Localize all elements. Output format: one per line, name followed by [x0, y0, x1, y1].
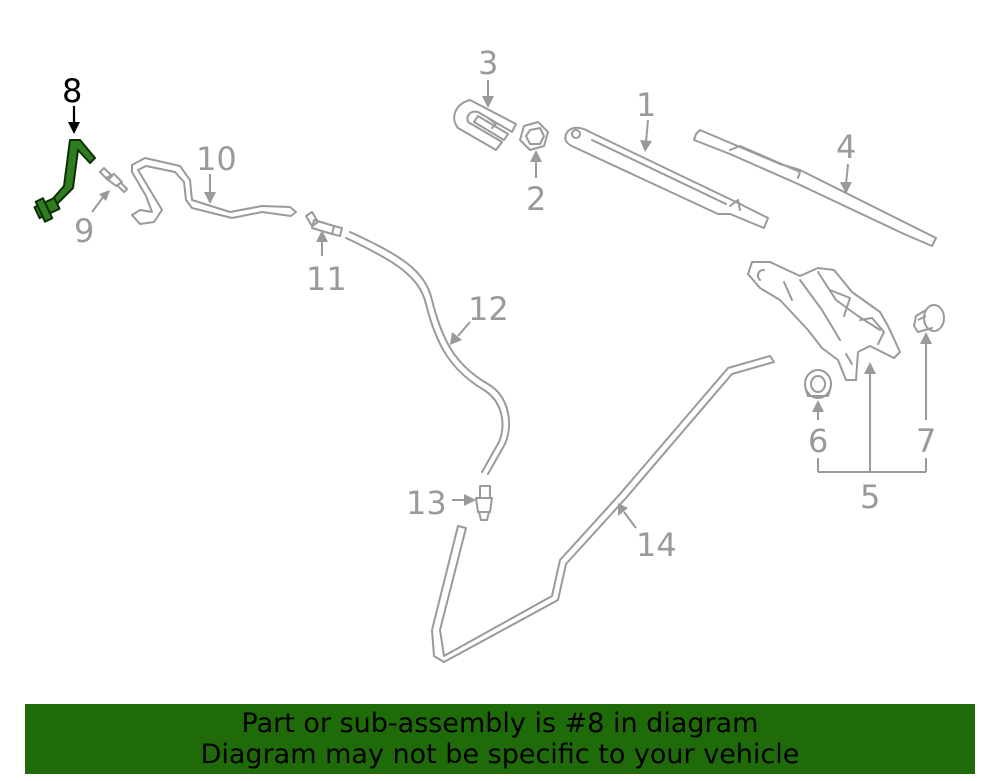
callout-label-14: 14	[636, 526, 677, 564]
part-12-hose[interactable]	[345, 231, 511, 475]
callout-label-10: 10	[196, 140, 237, 178]
callout-12: 12	[450, 290, 509, 345]
part-4-wiper-blade[interactable]	[693, 129, 937, 247]
callout-13: 13	[406, 484, 476, 522]
part-6-grommet[interactable]	[804, 369, 832, 399]
info-banner: Part or sub-assembly is #8 in diagram Di…	[25, 704, 975, 774]
callout-label-13: 13	[406, 484, 447, 522]
callout-label-4: 4	[836, 128, 856, 166]
part-7-cap[interactable]	[913, 304, 945, 333]
part-3-cap[interactable]	[453, 99, 517, 151]
callout-label-7: 7	[916, 422, 936, 460]
part-10-hose[interactable]	[131, 157, 297, 225]
callout-2: 2	[526, 150, 546, 218]
callout-7: 7	[916, 332, 936, 460]
callout-label-8: 8	[62, 72, 82, 110]
callout-1: 1	[636, 86, 656, 152]
part-1-wiper-arm[interactable]	[564, 126, 769, 229]
part-2-nut[interactable]	[519, 121, 549, 151]
callout-label-11: 11	[306, 260, 347, 298]
callout-5: 5	[817, 362, 927, 516]
callout-label-2: 2	[526, 180, 546, 218]
part-9-connector[interactable]	[99, 167, 128, 193]
callout-label-1: 1	[636, 86, 656, 124]
callout-label-9: 9	[74, 212, 94, 250]
callout-label-12: 12	[468, 290, 509, 328]
callout-11: 11	[306, 230, 347, 298]
banner-line-1: Part or sub-assembly is #8 in diagram	[241, 708, 759, 739]
callout-8: 8	[62, 72, 82, 134]
callout-6: 6	[808, 400, 828, 460]
callout-14: 14	[618, 503, 677, 564]
callout-9: 9	[74, 190, 110, 250]
callout-label-5: 5	[860, 478, 880, 516]
callout-10: 10	[196, 140, 237, 204]
callout-4: 4	[836, 128, 856, 194]
callout-label-6: 6	[808, 422, 828, 460]
part-13-connector[interactable]	[475, 485, 493, 521]
callout-3: 3	[478, 44, 498, 108]
callout-label-3: 3	[478, 44, 498, 82]
banner-line-2: Diagram may not be specific to your vehi…	[200, 739, 800, 770]
part-14-tube[interactable]	[431, 355, 775, 663]
part-8-hose[interactable]	[33, 139, 96, 223]
part-11-connector[interactable]	[305, 211, 343, 237]
part-5-wiper-motor[interactable]	[747, 261, 901, 381]
